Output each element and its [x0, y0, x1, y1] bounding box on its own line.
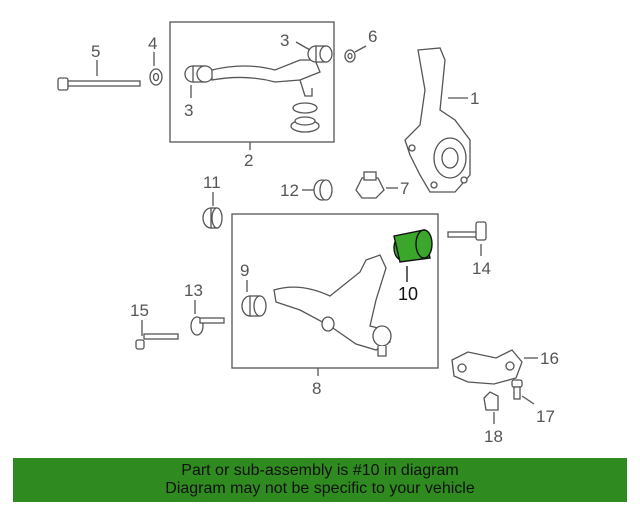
bushing-12[interactable]	[313, 179, 333, 201]
callout-12: 12	[280, 181, 299, 200]
callout-7: 7	[400, 179, 409, 198]
parts-diagram: 5 4 3 3 6 1 2 11 12 7 9 10 14 13 15 8 16…	[57, 21, 559, 446]
callout-3-top: 3	[280, 31, 289, 50]
lower-arm-8[interactable]	[273, 254, 392, 357]
callout-3-left: 3	[184, 101, 193, 120]
cap-18[interactable]	[483, 391, 499, 411]
bolt-15[interactable]	[135, 333, 179, 350]
mount-7[interactable]	[355, 171, 385, 199]
bolt-17[interactable]	[511, 379, 523, 400]
nut-4[interactable]	[149, 68, 163, 86]
callout-6: 6	[368, 27, 377, 46]
callout-2: 2	[244, 151, 253, 170]
callout-10: 10	[398, 284, 418, 304]
washer-13[interactable]	[190, 316, 225, 336]
footer-banner: Part or sub-assembly is #10 in diagram D…	[13, 458, 627, 502]
callout-14: 14	[472, 259, 491, 278]
callout-4: 4	[148, 34, 157, 53]
callout-15: 15	[130, 301, 149, 320]
knuckle-1[interactable]	[404, 47, 471, 193]
callout-8: 8	[312, 379, 321, 398]
callout-9: 9	[240, 261, 249, 280]
callout-13: 13	[184, 281, 203, 300]
bushing-11[interactable]	[202, 207, 223, 229]
callout-5: 5	[91, 42, 100, 61]
callout-11: 11	[203, 173, 221, 192]
bracket-16[interactable]	[451, 349, 523, 385]
bolt-5[interactable]	[57, 77, 141, 91]
callout-1: 1	[470, 89, 479, 108]
upper-arm-3[interactable]	[184, 45, 333, 133]
bushing-9[interactable]	[241, 295, 267, 317]
callout-18: 18	[484, 427, 503, 446]
callout-17: 17	[536, 407, 555, 426]
bushing-10-highlighted[interactable]	[393, 229, 433, 263]
footer-line-1: Part or sub-assembly is #10 in diagram	[181, 462, 459, 479]
nut-6[interactable]	[344, 49, 356, 63]
callout-16: 16	[540, 349, 559, 368]
bolt-14[interactable]	[447, 221, 487, 241]
footer-line-2: Diagram may not be specific to your vehi…	[165, 480, 475, 497]
